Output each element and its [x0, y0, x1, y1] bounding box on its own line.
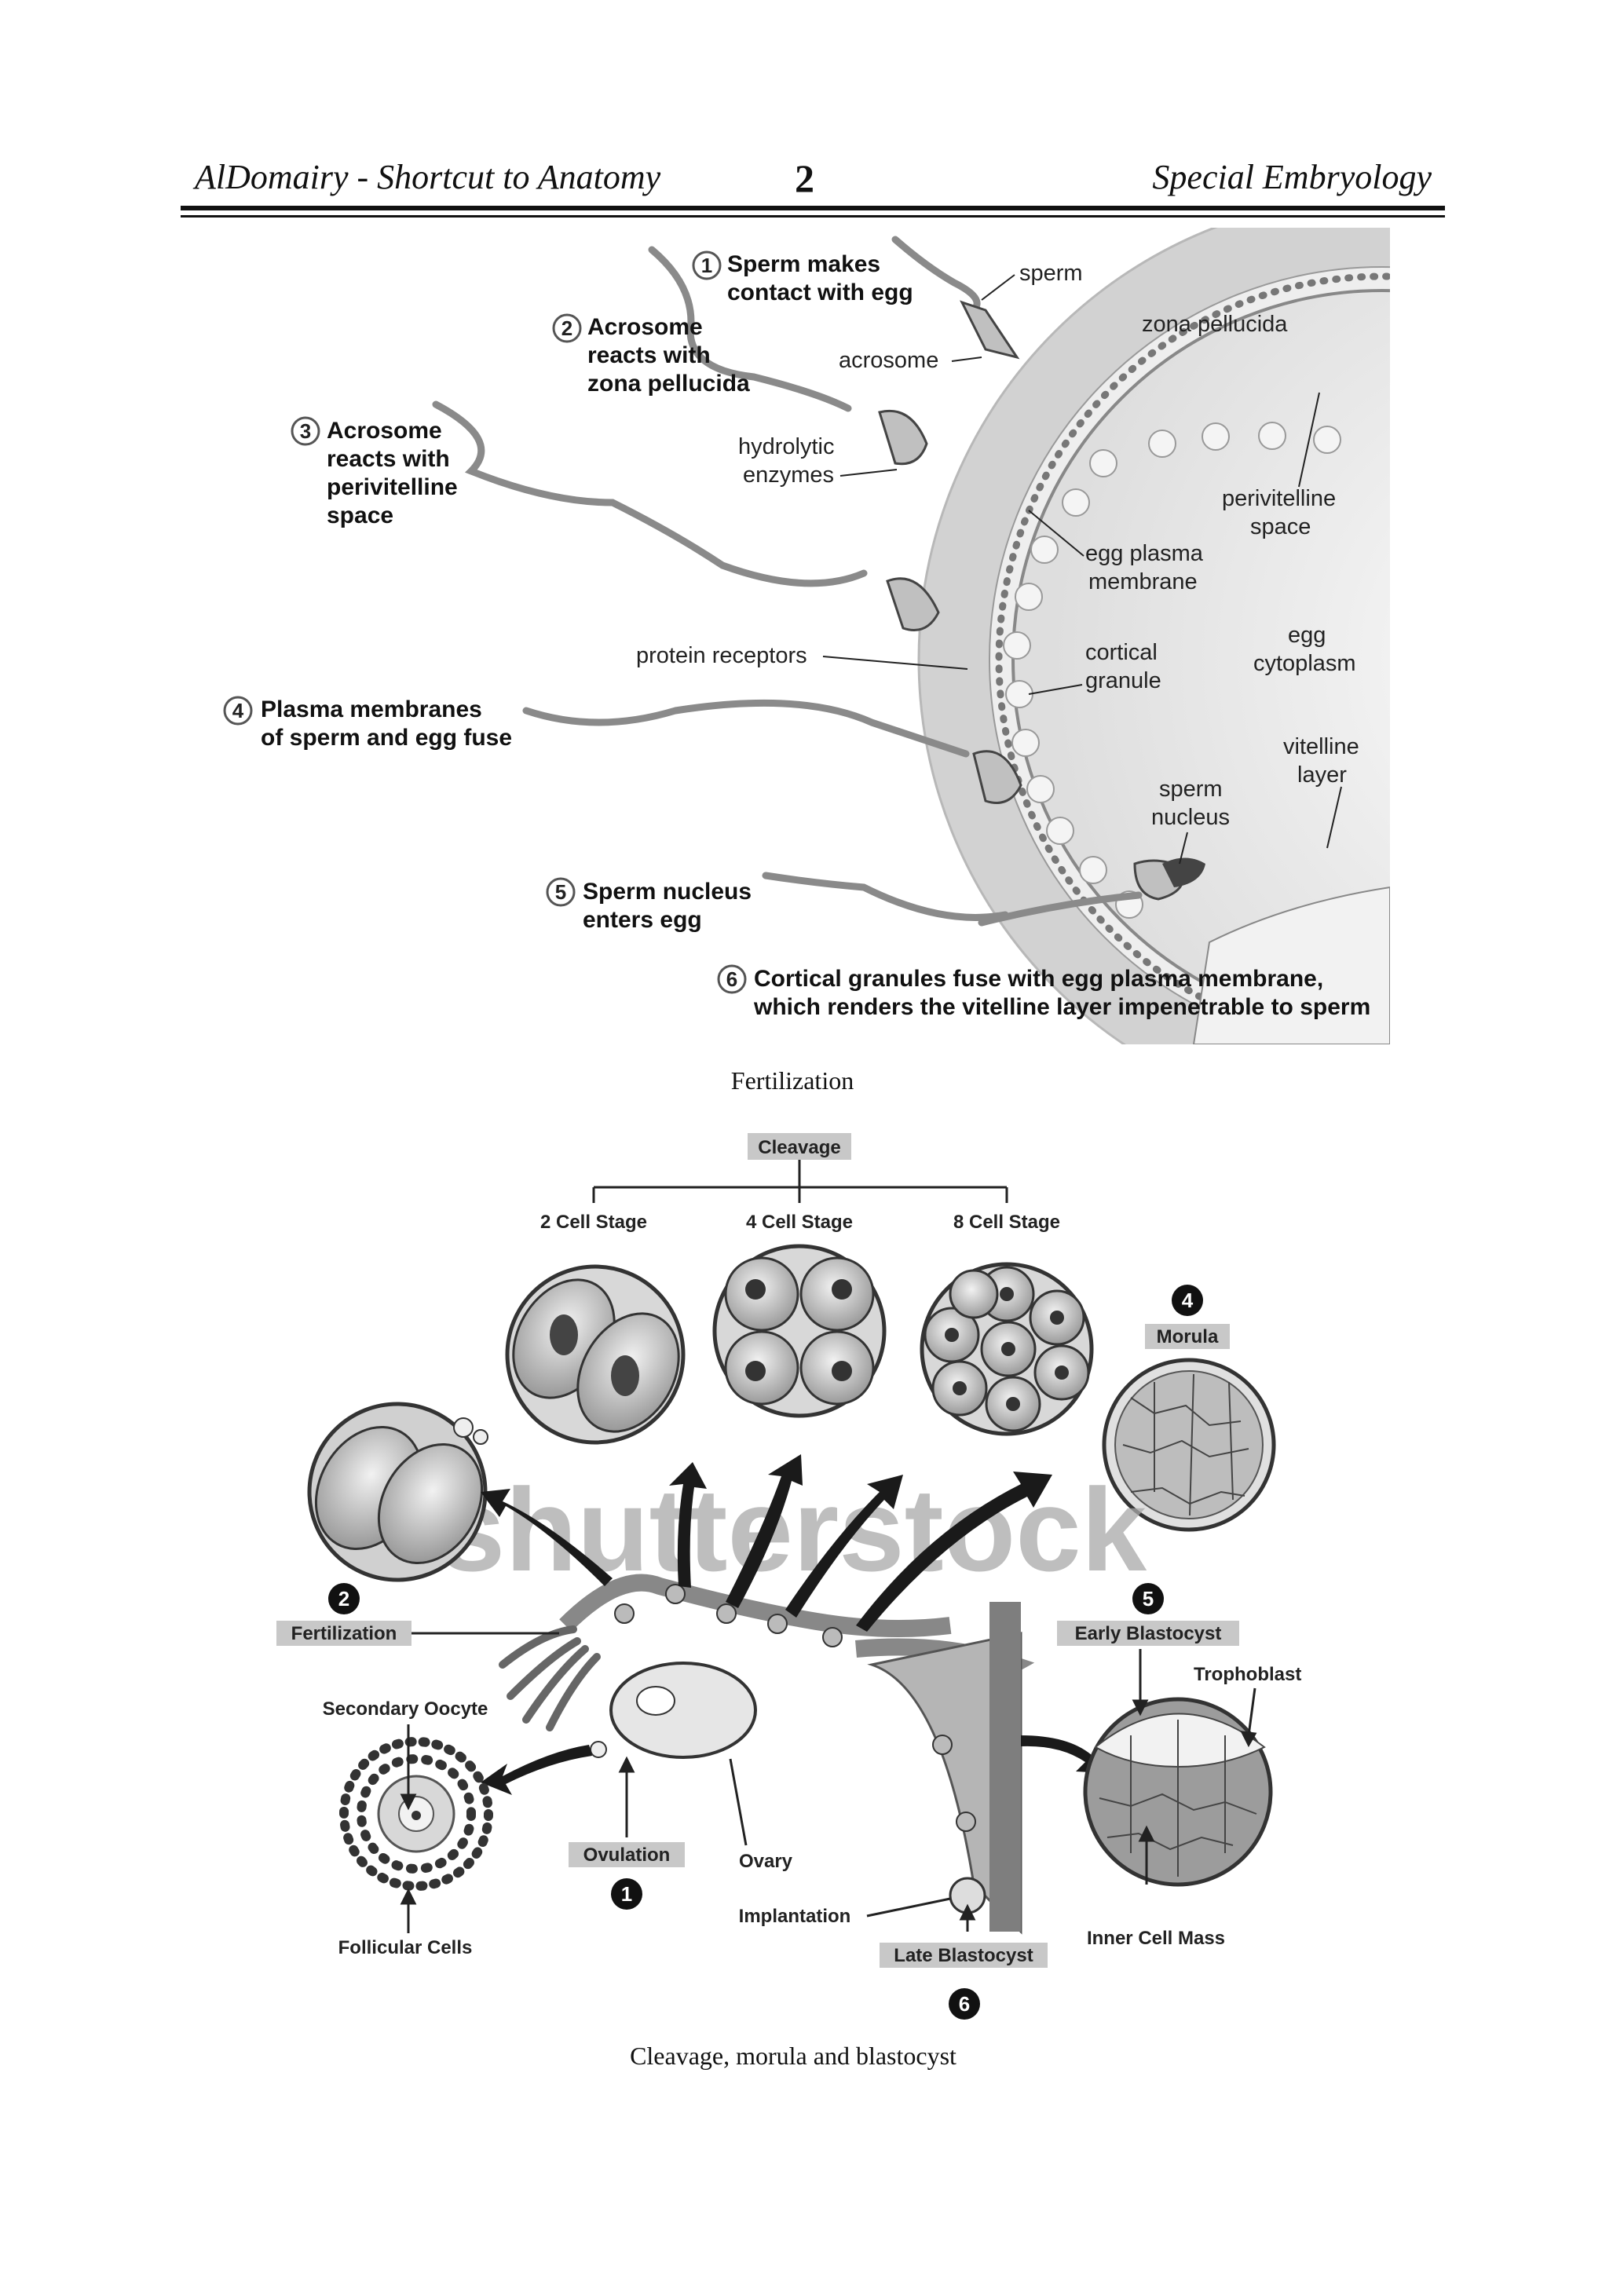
fertilization-label: Fertilization — [291, 1623, 397, 1644]
sperm-nucleus-shape — [1162, 857, 1205, 887]
badge-4 — [1172, 1285, 1203, 1316]
tube-embryos — [614, 1584, 976, 1832]
step-5-line2: enters egg — [583, 907, 702, 933]
label-egg-pm-2: membrane — [1088, 569, 1198, 594]
blastocyst-shape — [1083, 1697, 1273, 1887]
fertilization-diagram: 1 2 3 4 5 6 Sperm makes contact with egg… — [223, 228, 1390, 1044]
fertilization-caption: Fertilization — [730, 1066, 854, 1095]
implantation-label: Implantation — [739, 1906, 851, 1927]
label-vitelline-2: layer — [1297, 762, 1347, 788]
sperm-heads — [878, 300, 1185, 901]
step-2-num: 2 — [561, 316, 572, 340]
header-book-title: AlDomairy - Shortcut to Anatomy — [195, 158, 661, 196]
label-cortical-1: cortical — [1085, 640, 1158, 665]
step-4-num: 4 — [232, 699, 244, 722]
trophoblast-label: Trophoblast — [1194, 1664, 1301, 1685]
label-sperm-nucleus-1: sperm — [1159, 777, 1223, 802]
blastocyst-arrows — [959, 1649, 1257, 1932]
label-sperm-nucleus-2: nucleus — [1151, 805, 1230, 830]
label-egg-cytoplasm-2: cytoplasm — [1253, 651, 1356, 676]
follicular-cells-label: Follicular Cells — [338, 1937, 473, 1958]
cleavage-diagram: Cleavage 2 Cell Stage 4 Cell Stage 8 Cel… — [276, 1133, 1301, 2020]
leader-lines — [822, 274, 1342, 865]
label-egg-pm-1: egg plasma — [1085, 541, 1204, 566]
early-blastocyst-label: Early Blastocyst — [1075, 1623, 1222, 1644]
label-zona-pellucida: zona pellucida — [1142, 312, 1288, 337]
ovulation-label: Ovulation — [583, 1844, 671, 1866]
step-3-line3: perivitelline — [327, 474, 458, 500]
step-2-line2: reacts with — [587, 342, 711, 368]
cleavage-label: Cleavage — [758, 1137, 840, 1158]
eight-cell-embryo — [920, 1262, 1094, 1436]
label-perivitelline-1: perivitelline — [1222, 486, 1336, 511]
secondary-oocyte-label: Secondary Oocyte — [323, 1698, 488, 1720]
label-acrosome: acrosome — [839, 348, 938, 373]
secondary-oocyte-shape — [339, 1737, 493, 1891]
fertilization-box — [276, 1621, 411, 1646]
label-hydrolytic-2: enzymes — [743, 462, 834, 488]
cleavage-caption: Cleavage, morula and blastocyst — [630, 2042, 956, 2070]
label-perivitelline-2: space — [1250, 514, 1311, 539]
stage-8-label: 8 Cell Stage — [953, 1212, 1060, 1233]
badge-6-num: 6 — [959, 1992, 970, 2016]
two-cell-embryo — [505, 1264, 686, 1445]
step-4-line1: Plasma membranes — [261, 696, 482, 722]
ovulation-box — [569, 1842, 685, 1867]
badge-1 — [611, 1878, 642, 1910]
step-1-line1: Sperm makes — [727, 251, 880, 277]
label-hydrolytic-1: hydrolytic — [738, 434, 835, 459]
header-chapter-title: Special Embryology — [1152, 158, 1432, 196]
header-rule-thick — [181, 206, 1445, 210]
stage-4-label: 4 Cell Stage — [746, 1212, 853, 1233]
step-3-line2: reacts with — [327, 446, 450, 472]
step-6-num: 6 — [726, 967, 737, 991]
badge-2-num: 2 — [338, 1587, 349, 1610]
badge-5-num: 5 — [1143, 1587, 1154, 1610]
step-3-line1: Acrosome — [327, 418, 442, 444]
morula-box — [1145, 1324, 1230, 1349]
label-protein-receptors: protein receptors — [636, 643, 807, 668]
zygote-shape — [307, 1402, 488, 1582]
stage-2-label: 2 Cell Stage — [540, 1212, 647, 1233]
badge-6 — [949, 1988, 980, 2020]
label-vitelline-1: vitelline — [1283, 734, 1359, 759]
header-rule-thin — [181, 215, 1445, 218]
sperm-tails — [432, 236, 1143, 927]
step-3-num: 3 — [300, 419, 311, 443]
inner-cell-mass-label: Inner Cell Mass — [1087, 1928, 1225, 1949]
cleavage-tree — [592, 1160, 1008, 1203]
cleavage-box — [748, 1133, 851, 1160]
ovary-label: Ovary — [739, 1851, 793, 1872]
morula-label: Morula — [1157, 1326, 1219, 1347]
four-cell-embryo — [712, 1244, 887, 1418]
label-sperm: sperm — [1019, 261, 1083, 286]
step-1-line2: contact with egg — [727, 280, 913, 305]
page-number: 2 — [795, 156, 814, 200]
badge-1-num: 1 — [621, 1882, 632, 1906]
step-2-line3: zona pellucida — [587, 371, 750, 397]
label-cortical-2: granule — [1085, 668, 1161, 693]
morula-shape — [1102, 1358, 1276, 1532]
step-4-line2: of sperm and egg fuse — [261, 725, 512, 751]
step-5-line1: Sperm nucleus — [583, 879, 752, 905]
step-3-line4: space — [327, 503, 393, 528]
label-egg-cytoplasm-1: egg — [1288, 623, 1326, 648]
late-blastocyst-box — [880, 1943, 1048, 1968]
step-2-line1: Acrosome — [587, 314, 703, 340]
step-5-num: 5 — [555, 880, 566, 904]
uterine-tube-shape — [499, 1574, 1035, 1935]
step-6-line2: which renders the vitelline layer impene… — [753, 994, 1370, 1020]
step-badges — [223, 250, 747, 994]
badge-4-num: 4 — [1182, 1289, 1194, 1312]
step-1-num: 1 — [701, 254, 712, 277]
early-blastocyst-box — [1057, 1621, 1239, 1646]
late-blastocyst-label: Late Blastocyst — [894, 1945, 1033, 1966]
stage-arrows — [481, 1454, 1106, 1795]
step-6-line1: Cortical granules fuse with egg plasma m… — [754, 966, 1323, 992]
badge-5 — [1132, 1583, 1164, 1614]
badge-2 — [328, 1583, 360, 1614]
